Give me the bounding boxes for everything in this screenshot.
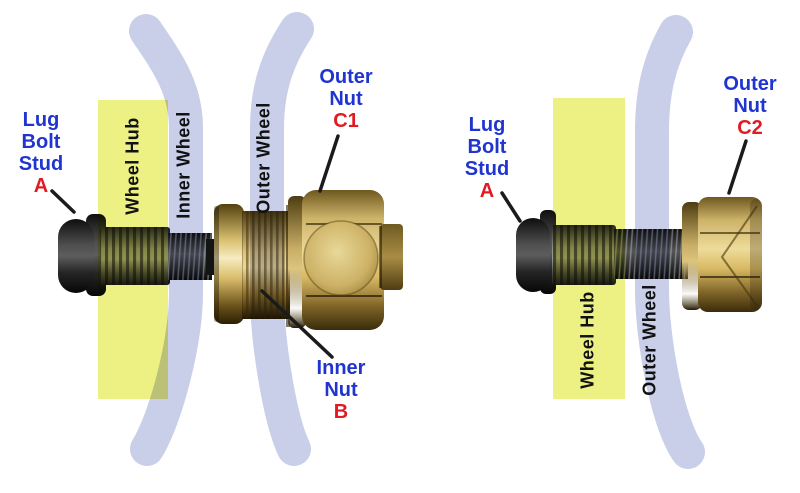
label-line: Nut [329,88,363,110]
hex-right-shade [750,199,762,310]
label-line: Lug [468,114,506,136]
label-wheel-hub-left: Wheel Hub [122,117,143,215]
outer-wheel-band-left [250,12,314,466]
label-line: Stud [18,153,64,175]
inner-nut-flange [214,204,244,324]
label-inner-nut-b: Inner Nut B [309,357,373,423]
label-line: Nut [733,95,767,117]
outer-nut-hex-body [698,197,762,312]
label-wheel-hub-right: Wheel Hub [577,291,598,389]
label-line: Inner [316,357,366,379]
tag-c2: C2 [737,117,763,139]
label-outer-wheel-left: Outer Wheel [253,102,274,214]
pointer-c2 [727,139,748,195]
label-line: Nut [324,379,358,401]
pointer-c1 [318,134,340,193]
label-line: Stud [464,158,510,180]
tag-c1: C1 [333,110,359,132]
label-line: Outer [723,73,777,95]
bolt-head-dome [516,218,550,292]
outer-nut-collar [682,202,702,310]
bolt-head-dome [58,219,94,293]
label-lug-bolt-stud-right: Lug Bolt Stud A [458,114,516,202]
inner-wheel-band [129,14,203,466]
label-inner-wheel: Inner Wheel [173,111,194,219]
label-line: Bolt [21,131,61,153]
pointer-b [260,289,334,359]
outer-nut-collar [288,196,306,328]
hex-chamfer-crease [720,205,758,307]
tag-b: B [333,401,349,423]
stud-end [380,224,403,290]
label-outer-nut-c2: Outer Nut C2 [718,73,782,139]
label-line: Lug [22,109,60,131]
outer-wheel-band-right [635,15,705,469]
tag-a-right: A [479,180,495,202]
pointer-a-right [500,191,522,223]
overlay-bands [98,12,705,469]
label-outer-wheel-right: Outer Wheel [639,284,660,396]
wheel-hub-band-right [553,98,625,399]
pointer-a-left [50,189,76,214]
stud-end-edge [379,226,382,288]
wheel-hub-band-left [98,100,168,399]
label-line: Bolt [467,136,507,158]
label-line: Outer [319,66,373,88]
label-lug-bolt-stud-left: Lug Bolt Stud A [12,109,70,197]
inner-nut-flange-edge [214,206,219,322]
pointer-lines [50,134,748,359]
label-outer-nut-c1: Outer Nut C1 [314,66,378,132]
outer-nut-dome-face [303,220,379,296]
tag-a-left: A [33,175,49,197]
